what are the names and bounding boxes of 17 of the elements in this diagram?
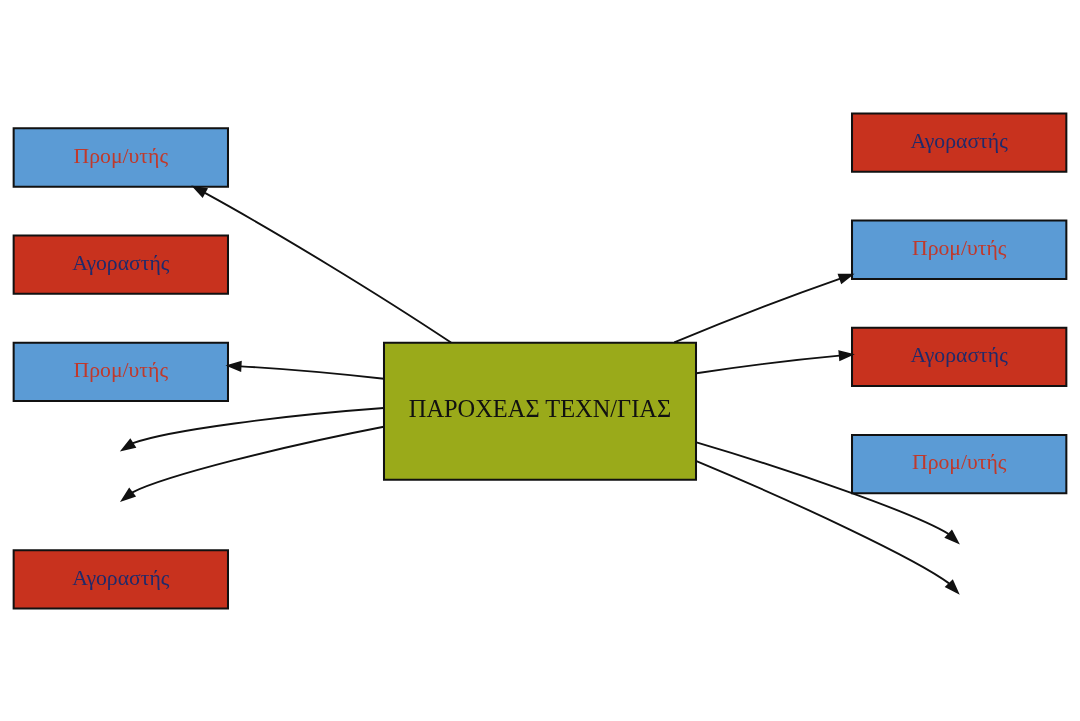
node-box: Προμ/υτής	[12, 126, 229, 188]
arrow	[191, 185, 452, 343]
node-box: Αγοραστής	[12, 548, 229, 610]
arrow	[225, 360, 385, 380]
node-box: Αγοραστής	[12, 234, 229, 295]
node-box: Προμ/υτής	[12, 341, 229, 402]
arrow	[119, 406, 385, 451]
node-box: Αγοραστής	[851, 326, 1068, 387]
node-box: Προμ/υτής	[851, 433, 1068, 494]
arrow	[695, 349, 855, 374]
node-box: ΠΑΡΟΧΕΑΣ ΤΕΧΝ/ΓΙΑΣ	[382, 341, 698, 481]
arrow	[120, 425, 385, 502]
arrow	[695, 459, 960, 595]
node-box: Αγοραστής	[851, 111, 1068, 173]
arrow	[673, 273, 855, 343]
arrow	[695, 440, 960, 544]
node-box: Προμ/υτής	[851, 219, 1068, 280]
